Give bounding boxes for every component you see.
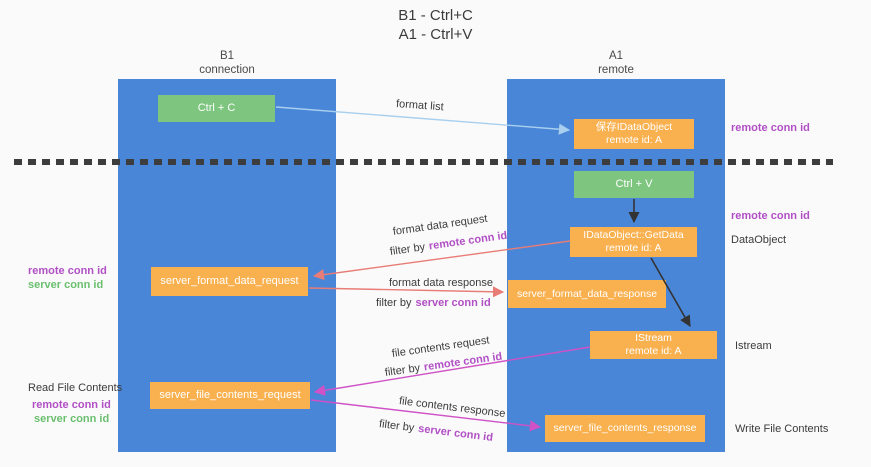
lane-header-right: A1 remote xyxy=(507,49,725,77)
lane-header-left: B1 connection xyxy=(118,49,336,77)
box-ctrl-v: Ctrl + V xyxy=(574,171,694,198)
diagram-title: B1 - Ctrl+C A1 - Ctrl+V xyxy=(0,6,871,44)
server-file-contents-request-label: server_file_contents_request xyxy=(159,389,301,401)
filter-by-text: filter by xyxy=(378,418,415,435)
box-idataobject-getdata: IDataObject::GetData remote id: A xyxy=(570,227,697,257)
title-line-2: A1 - Ctrl+V xyxy=(398,26,473,43)
box-server-format-data-request: server_format_data_request xyxy=(151,267,308,296)
box-istream: IStream remote id: A xyxy=(590,331,717,359)
dashed-separator xyxy=(14,159,833,165)
label-remote-conn-id-left-bottom: remote conn id xyxy=(32,399,111,411)
getdata-line2: remote id: A xyxy=(605,242,662,254)
filter-by-text: filter by xyxy=(389,241,426,258)
box-server-file-contents-request: server_file_contents_request xyxy=(150,382,310,409)
label-read-file-contents: Read File Contents xyxy=(28,382,123,394)
ctrl-c-label: Ctrl + C xyxy=(197,102,236,114)
server-format-data-response-label: server_format_data_response xyxy=(516,287,658,300)
label-remote-conn-id-right-mid: remote conn id xyxy=(731,210,810,222)
label-format-list: format list xyxy=(395,98,445,114)
istream-line2: remote id: A xyxy=(625,345,682,357)
box-server-file-contents-response: server_file_contents_response xyxy=(545,415,705,442)
label-istream: Istream xyxy=(735,340,772,352)
label-write-file-contents: Write File Contents xyxy=(735,423,829,435)
label-format-data-response: format data response xyxy=(389,277,493,289)
remote-conn-id-text: remote conn id xyxy=(428,229,508,253)
filter-by-text: filter by xyxy=(384,362,421,379)
lane-left-name: B1 xyxy=(219,50,235,62)
server-conn-id-text: server conn id xyxy=(417,422,494,444)
lane-right-subtitle: remote xyxy=(598,64,634,76)
save-idataobject-line1: 保存IDataObject xyxy=(595,121,673,133)
filter-by-text: filter by xyxy=(376,297,412,309)
label-file-contents-response: file contents response xyxy=(398,395,507,421)
istream-line1: IStream xyxy=(635,332,672,344)
label-server-conn-id-left-bottom: server conn id xyxy=(34,413,110,425)
save-idataobject-line2: remote id: A xyxy=(605,134,663,146)
getdata-line1: IDataObject::GetData xyxy=(583,229,684,241)
server-file-contents-response-label: server_file_contents_response xyxy=(553,422,697,434)
ctrl-v-label: Ctrl + V xyxy=(615,178,653,190)
box-ctrl-c: Ctrl + C xyxy=(158,95,275,122)
title-line-1: B1 - Ctrl+C xyxy=(398,7,473,24)
label-dataobject: DataObject xyxy=(731,234,787,246)
server-conn-id-text: server conn id xyxy=(415,297,491,309)
server-format-data-request-label: server_format_data_request xyxy=(160,275,299,287)
lane-right-name: A1 xyxy=(608,50,624,62)
lane-left-subtitle: connection xyxy=(199,64,255,76)
label-remote-conn-id-right-top: remote conn id xyxy=(731,122,810,134)
label-server-conn-id-left-top: server conn id xyxy=(28,279,104,291)
box-server-format-data-response: server_format_data_response xyxy=(508,280,666,308)
label-remote-conn-id-left-top: remote conn id xyxy=(28,265,107,277)
box-save-idataobject: 保存IDataObject remote id: A xyxy=(574,119,694,149)
